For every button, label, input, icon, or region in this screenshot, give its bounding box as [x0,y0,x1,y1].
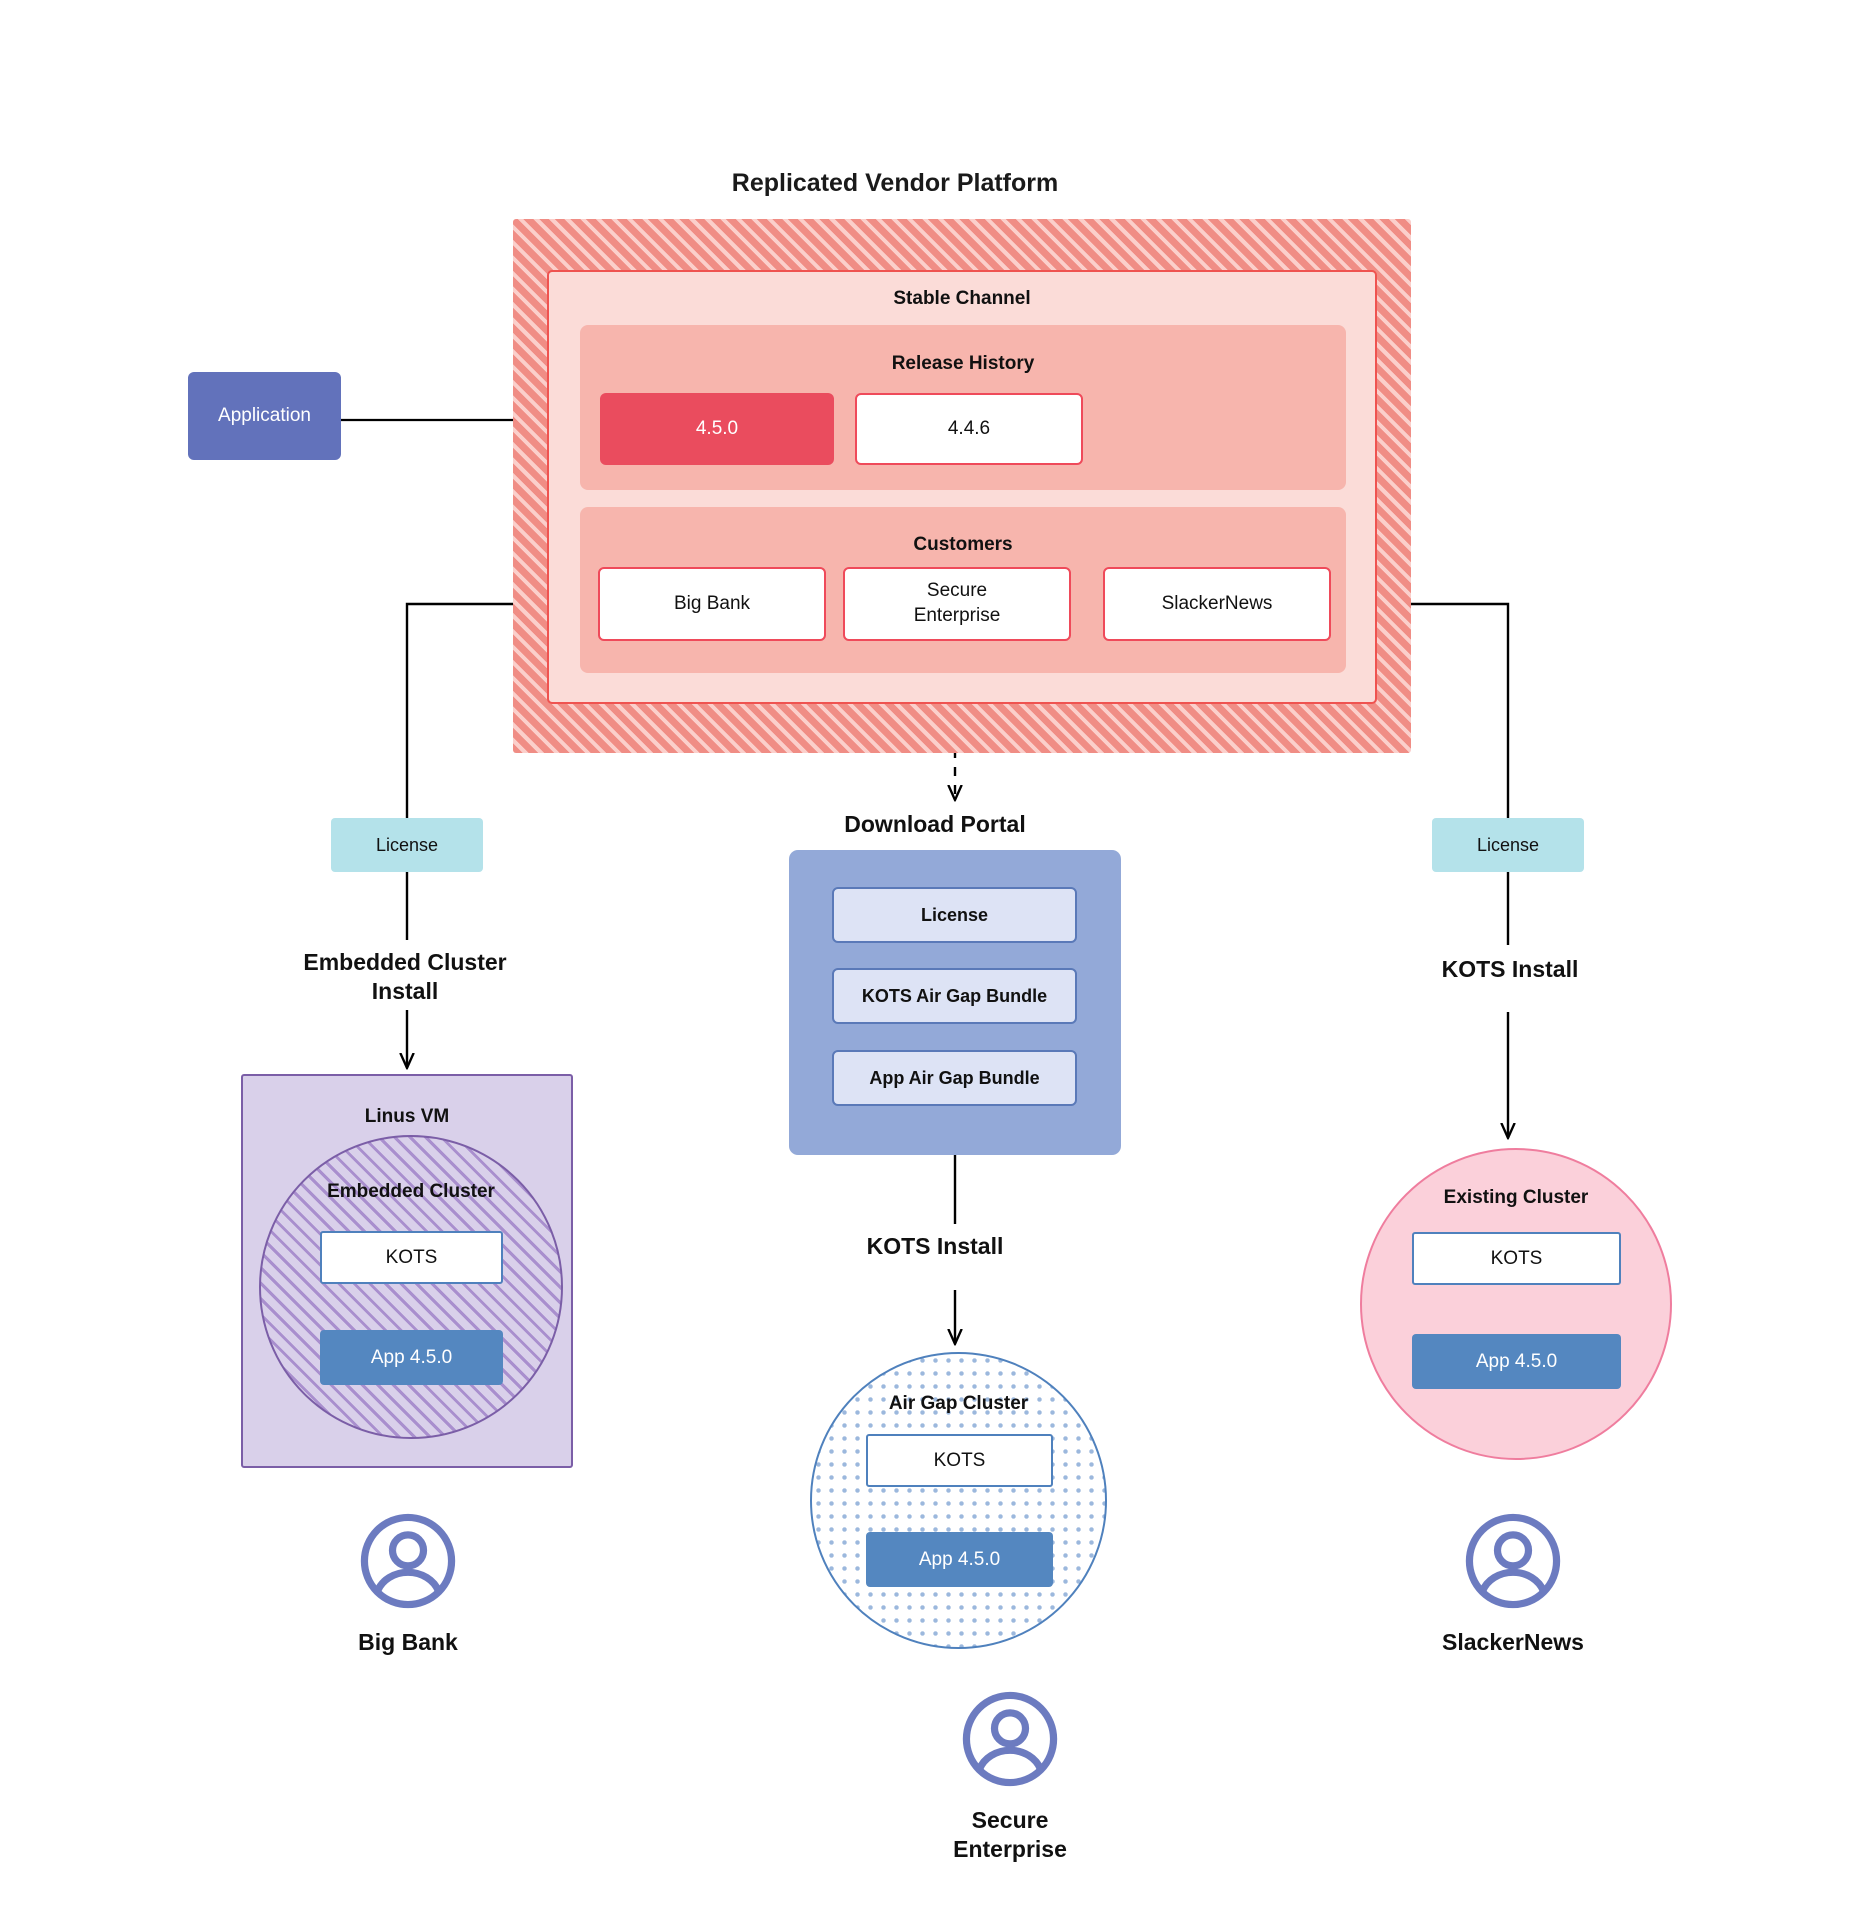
application-node[interactable]: Application [188,372,341,460]
embedded-cluster-circle [259,1135,563,1439]
app-node-embedded[interactable]: App 4.5.0 [320,1330,503,1385]
user-avatar-icon [1465,1513,1561,1609]
label-kots-install-middle: KOTS Install [866,1233,1004,1259]
release-chip-current[interactable]: 4.5.0 [600,393,834,465]
existing-cluster-title: Existing Cluster [1443,1187,1589,1208]
persona-label: Big Bank [358,1629,458,1655]
download-portal-title: Download Portal [844,811,1026,837]
license-node-right[interactable]: License [1432,818,1584,872]
portal-item-kots-air-gap-bundle[interactable]: KOTS Air Gap Bundle [832,968,1077,1024]
existing-cluster-circle [1360,1148,1672,1460]
air-gap-cluster-circle [810,1352,1107,1649]
license-node-left[interactable]: License [331,818,483,872]
customers-title: Customers [913,534,1013,555]
persona-label: Secure Enterprise [953,1807,1067,1862]
air-gap-cluster-title: Air Gap Cluster [888,1393,1029,1414]
portal-item-app-air-gap-bundle[interactable]: App Air Gap Bundle [832,1050,1077,1106]
embedded-cluster-title: Embedded Cluster [327,1181,495,1202]
customer-chip-slackernews[interactable]: SlackerNews [1103,567,1331,641]
linux-vm-title: Linus VM [364,1106,450,1127]
persona-secure-enterprise: Secure Enterprise [905,1688,1115,1864]
kots-node-embedded[interactable]: KOTS [320,1231,503,1284]
label-kots-install-right: KOTS Install [1441,956,1579,982]
persona-label: SlackerNews [1442,1629,1584,1655]
release-history-title: Release History [891,353,1035,374]
persona-big-bank: Big Bank [303,1510,513,1657]
user-avatar-icon [962,1691,1058,1787]
customer-chip-secure-enterprise[interactable]: Secure Enterprise [843,567,1071,641]
customer-chip-big-bank[interactable]: Big Bank [598,567,826,641]
user-avatar-icon [360,1513,456,1609]
app-node-existing[interactable]: App 4.5.0 [1412,1334,1621,1389]
app-node-airgap[interactable]: App 4.5.0 [866,1532,1053,1587]
page-title: Replicated Vendor Platform [731,169,1059,197]
release-chip-previous[interactable]: 4.4.6 [855,393,1083,465]
kots-node-existing[interactable]: KOTS [1412,1232,1621,1285]
persona-slackernews: SlackerNews [1408,1510,1618,1657]
label-embedded-cluster-install: Embedded Cluster Install [303,949,507,1004]
kots-node-airgap[interactable]: KOTS [866,1434,1053,1487]
portal-item-license[interactable]: License [832,887,1077,943]
stable-channel-title: Stable Channel [893,288,1031,309]
